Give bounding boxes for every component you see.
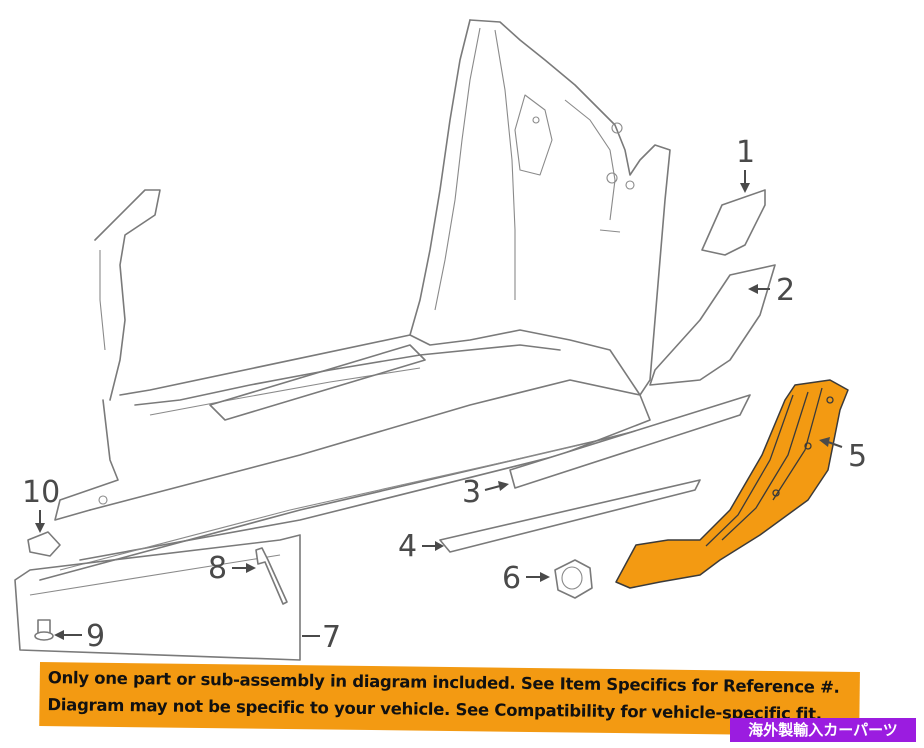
seller-tag: 海外製輸入カーパーツ xyxy=(730,718,916,742)
callout-4: 4 xyxy=(398,529,417,564)
callout-1: 1 xyxy=(736,135,755,170)
callout-7: 7 xyxy=(322,620,341,655)
callout-2: 2 xyxy=(776,273,795,308)
callout-10: 10 xyxy=(22,475,60,510)
body-side-panel xyxy=(14,19,721,661)
part-1-trim-piece xyxy=(701,189,766,256)
notice-line-2: Diagram may not be specific to your vehi… xyxy=(47,695,822,724)
part-2-trim-piece xyxy=(649,264,776,386)
callout-9: 9 xyxy=(86,619,105,654)
callout-arrows xyxy=(35,170,843,640)
callout-3: 3 xyxy=(462,475,481,510)
part-6-clip xyxy=(554,559,593,599)
callout-8: 8 xyxy=(208,551,227,586)
callout-6: 6 xyxy=(502,561,521,596)
part-3-molding xyxy=(509,394,751,489)
callout-5: 5 xyxy=(848,439,867,474)
notice-line-1: Only one part or sub-assembly in diagram… xyxy=(47,668,840,697)
callout-labels: 1 2 3 4 5 6 7 8 9 10 xyxy=(22,135,867,655)
part-10-clip xyxy=(27,531,61,557)
part-4-molding xyxy=(439,479,701,553)
part-8-rivet xyxy=(255,547,288,605)
part-9-bolt xyxy=(34,619,54,641)
part-5-highlighted xyxy=(615,379,849,589)
